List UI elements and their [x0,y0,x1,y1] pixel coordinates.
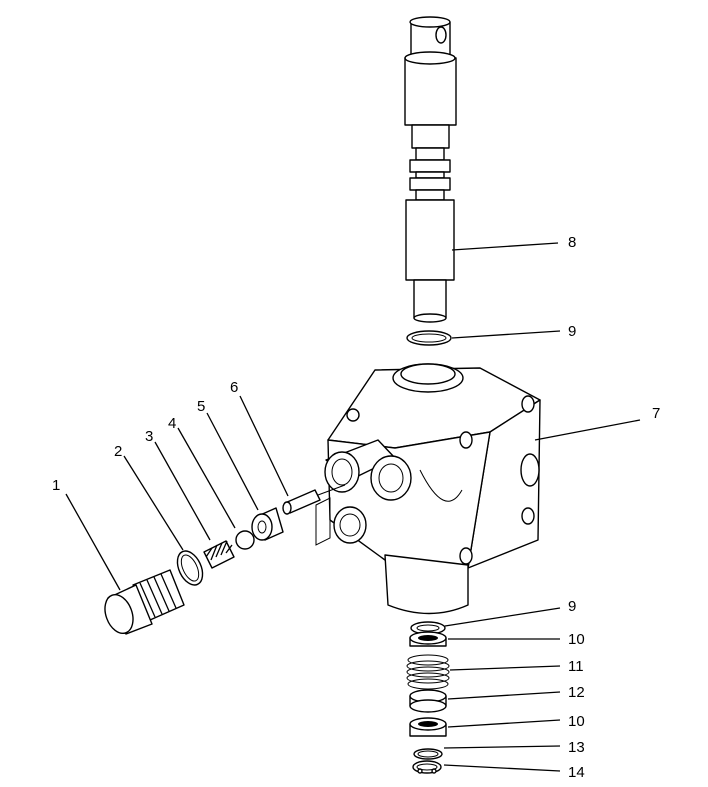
washer-part-10-lower [409,717,447,737]
valve-body-part-7 [315,363,541,615]
callout-6: 6 [230,379,238,396]
callout-10-upper: 10 [568,631,585,648]
callout-1: 1 [52,477,60,494]
washer-part-10-upper [409,631,447,647]
ball-part-4 [235,530,255,550]
plug-part-1 [104,569,185,635]
callout-8: 8 [568,234,576,251]
callout-4: 4 [168,415,176,432]
seal-part-9-lower [410,621,446,635]
seat-part-5 [251,507,284,541]
snap-ring-part-13 [413,748,443,760]
o-ring-part-2 [176,550,204,586]
callout-7: 7 [652,405,660,422]
o-ring-part-9-upper [406,330,452,346]
spool-part-8 [404,16,457,323]
leader-lines [65,242,641,772]
callout-14: 14 [568,764,585,781]
callout-11: 11 [568,658,584,675]
spring-part-3 [203,540,235,569]
callout-13: 13 [568,739,585,756]
callout-9-lower: 9 [568,598,576,615]
spring-part-11 [406,654,450,690]
clip-part-14 [412,760,442,774]
callout-9-upper: 9 [568,323,576,340]
callout-5: 5 [197,398,205,415]
pin-part-6 [282,484,346,515]
callout-3: 3 [145,428,153,445]
retainer-part-12 [409,689,447,713]
callout-10-lower: 10 [568,713,585,730]
callout-2: 2 [114,443,122,460]
callout-12: 12 [568,684,585,701]
